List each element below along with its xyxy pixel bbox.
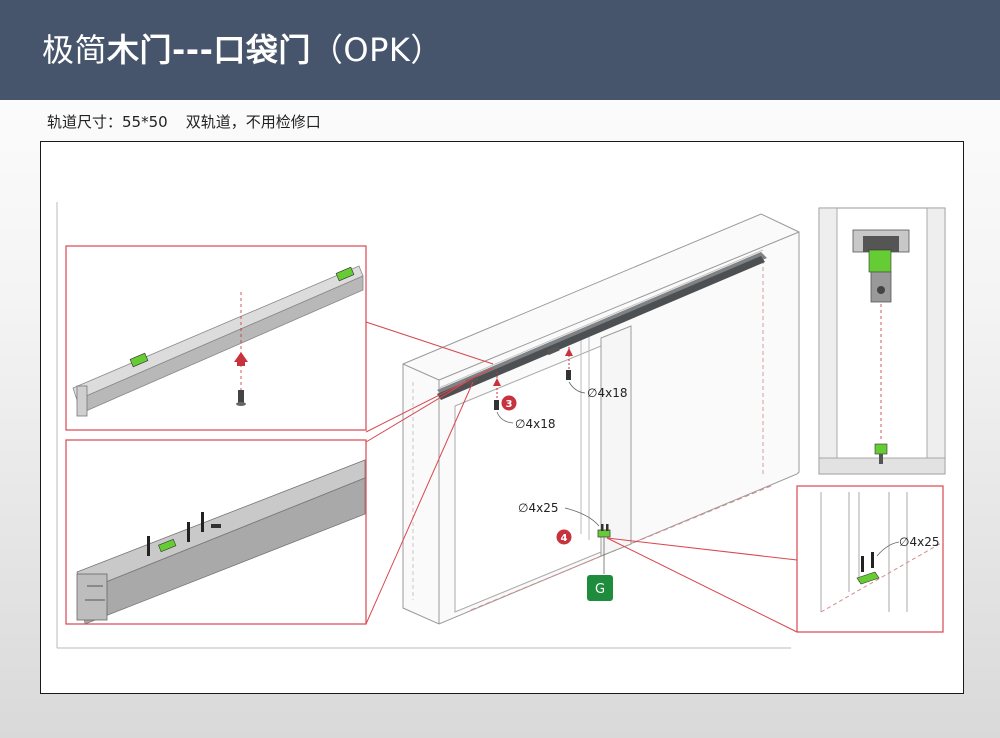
callout-track-top xyxy=(65,245,367,431)
callout-double-track xyxy=(65,439,367,625)
screw-label-4x25-detail: ∅4x25 xyxy=(899,535,939,549)
screw-label-4x18-left: ∅4x18 xyxy=(515,417,555,431)
track-size-label: 轨道尺寸： xyxy=(47,113,123,131)
title-main: 木门---口袋门 xyxy=(107,31,311,69)
step-4-marker: 4 xyxy=(556,529,572,545)
section-view xyxy=(818,207,946,475)
track-spec: 轨道尺寸：55*50 双轨道，不用检修口 xyxy=(47,111,321,132)
page-title: 极简木门---口袋门（OPK） xyxy=(42,28,443,72)
screw-label-4x25: ∅4x25 xyxy=(518,501,558,515)
top-track xyxy=(437,249,767,400)
callout-floor-guide: ∅4x25 xyxy=(796,485,944,633)
floor-guide xyxy=(597,524,611,574)
track-notes: 双轨道，不用检修口 xyxy=(185,113,321,131)
title-prefix: 极简 xyxy=(42,31,108,69)
step-4-number: 4 xyxy=(561,533,568,544)
track-screws xyxy=(493,347,573,410)
screw-label-4x18-right: ∅4x18 xyxy=(587,386,627,400)
step-3-number: 3 xyxy=(506,399,513,410)
track-size-value: 55*50 xyxy=(122,113,168,131)
diagram-canvas: 3 ∅4x18 ∅4x18 ∅4x25 4 G xyxy=(56,202,946,649)
guide-badge: G xyxy=(587,575,613,601)
title-suffix: （OPK） xyxy=(310,31,443,69)
callout-leaders xyxy=(365,321,798,633)
installation-diagram: 3 ∅4x18 ∅4x18 ∅4x25 4 G xyxy=(40,141,964,694)
header-bar: 极简木门---口袋门（OPK） xyxy=(0,0,1000,100)
step-3-marker: 3 xyxy=(501,395,517,411)
door-panel xyxy=(600,325,632,557)
screw-callouts: ∅4x18 ∅4x18 ∅4x25 xyxy=(496,381,627,527)
guide-badge-letter: G xyxy=(595,582,605,597)
floor-lines xyxy=(56,202,791,649)
